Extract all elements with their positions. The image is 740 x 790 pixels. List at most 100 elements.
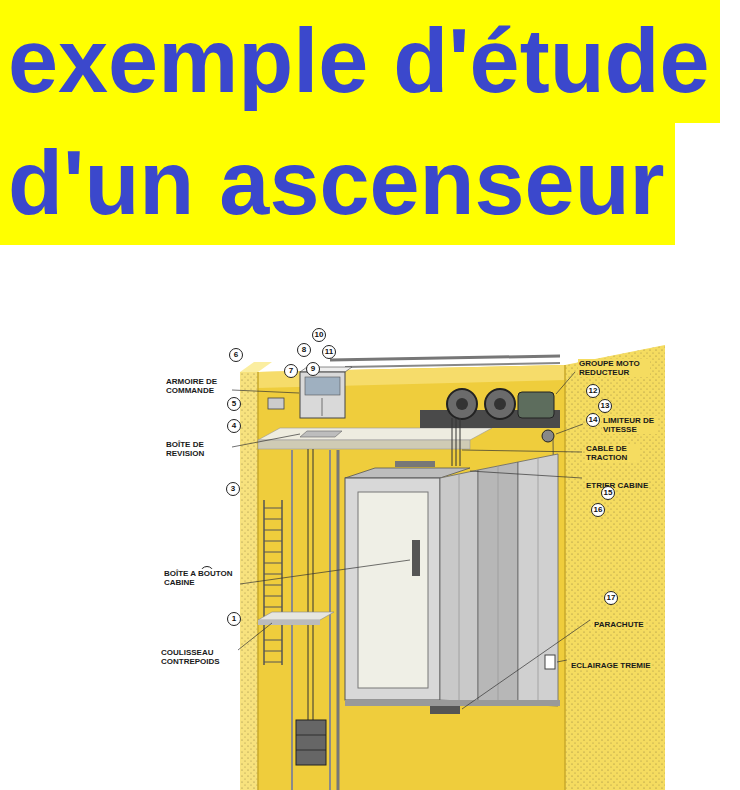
label-slot: 4 [227, 419, 241, 433]
part-label: CABLE DE TRACTION [585, 444, 640, 462]
part-label: COULISSEAU CONTREPOIDS [160, 648, 232, 666]
label-slot: CABLE DE TRACTION [585, 444, 640, 464]
machine-room [258, 440, 470, 449]
callout-number: 14 [586, 413, 600, 427]
cabin [430, 706, 460, 714]
callout-number: 12 [586, 384, 600, 398]
label-slot: 1 [227, 612, 241, 626]
counterweight [296, 720, 326, 765]
part-label: GROUPE MOTO REDUCTEUR [578, 359, 650, 377]
label-slot: 8 [297, 343, 311, 357]
motor-group [447, 389, 477, 419]
leader-line [240, 560, 410, 584]
callout-number: 1 [227, 612, 241, 626]
callout-number: 4 [227, 419, 241, 433]
callout-number: 7 [284, 364, 298, 378]
shaft-wall [564, 365, 566, 790]
motor-group [485, 389, 515, 419]
leader-line [232, 372, 590, 709]
label-slot: COULISSEAU CONTREPOIDS [160, 648, 232, 668]
shaft-wall [240, 372, 258, 790]
leader-line [232, 434, 300, 447]
cabin [459, 458, 538, 705]
callout-number: 16 [591, 503, 605, 517]
label-slot: ARMOIRE DE COMMANDE [165, 377, 230, 397]
traction-cable [313, 449, 314, 720]
cabin [395, 461, 435, 467]
machine-room [258, 356, 560, 449]
label-slot: 13 [598, 399, 612, 413]
leader-line [232, 390, 299, 393]
label-slot: ETRIER CABINE [585, 474, 649, 492]
shaft-lamp [545, 655, 555, 669]
label-slot: 17 [604, 591, 618, 605]
label-slot: 9 [306, 362, 320, 376]
motor-group [542, 430, 554, 442]
leader-line [557, 660, 567, 662]
title-block: exemple d'étude d'un ascenseur [0, 0, 730, 244]
cabin [412, 540, 420, 576]
part-label: PARACHUTE [593, 620, 645, 629]
motor-group [518, 392, 554, 418]
leader-line [238, 623, 272, 650]
shaft-wall [240, 362, 272, 372]
shaft-wall [565, 345, 665, 790]
label-slot: BOÎTE DE REVISION [165, 440, 216, 460]
machine-room [305, 377, 340, 395]
leader-line [470, 471, 582, 478]
callout-number: 8 [297, 343, 311, 357]
cabin [345, 478, 440, 700]
machine-room [300, 431, 342, 437]
counterweight [258, 612, 334, 765]
label-slot: 7 [284, 364, 298, 378]
callout-number: 13 [598, 399, 612, 413]
label-slot: BOÎTE A BOUTON CABINE [163, 569, 234, 589]
shaft-wall [240, 372, 258, 790]
label-slot: LIMITEUR DE VITESSE [602, 416, 658, 436]
callout-number: 15 [601, 486, 615, 500]
cabin [345, 454, 560, 714]
counterweight [296, 735, 326, 736]
machine-room [258, 428, 492, 440]
cabin [358, 492, 428, 688]
label-slot: 12 [586, 384, 600, 398]
shaft-wall [240, 342, 680, 790]
shaft-wall [565, 345, 665, 790]
machine-room [345, 363, 560, 367]
label-slot: 14 [586, 413, 600, 427]
label-slot: 16 [591, 503, 605, 517]
part-label: ECLAIRAGE TREMIE [570, 661, 652, 670]
leader-line [462, 450, 582, 452]
cabin [345, 700, 560, 706]
machine-room [322, 398, 323, 416]
counterweight [258, 612, 334, 620]
label-slot: GROUPE MOTO REDUCTEUR [578, 359, 650, 379]
machine-room [330, 356, 560, 360]
machine-room [300, 372, 345, 418]
shaft-wall [258, 365, 565, 790]
leader-line [556, 424, 583, 434]
part-label: LIMITEUR DE VITESSE [602, 416, 658, 434]
callout-number: 5 [227, 397, 241, 411]
shaft-lamp [545, 655, 555, 669]
ladder [264, 500, 282, 665]
callout-number: 11 [322, 345, 336, 359]
label-slot: 3 [226, 482, 240, 496]
callout-number: 9 [306, 362, 320, 376]
motor-group [456, 398, 468, 410]
part-label: ARMOIRE DE COMMANDE [165, 377, 230, 395]
counterweight [296, 750, 326, 751]
guide-rail [329, 450, 331, 790]
traction-cable [456, 418, 457, 466]
machine-room [268, 398, 284, 409]
label-slot: 6 [229, 348, 243, 362]
label-slot: PARACHUTE [593, 613, 645, 631]
label-slot: 15 [601, 486, 615, 500]
callout-number: 17 [604, 591, 618, 605]
callout-number: 10 [312, 328, 326, 342]
label-slot: 5 [227, 397, 241, 411]
guide-rail [337, 450, 340, 790]
label-slot: 11 [322, 345, 336, 359]
part-label: ETRIER CABINE [585, 481, 649, 490]
part-label: BOÎTE A BOUTON CABINE [163, 569, 234, 587]
